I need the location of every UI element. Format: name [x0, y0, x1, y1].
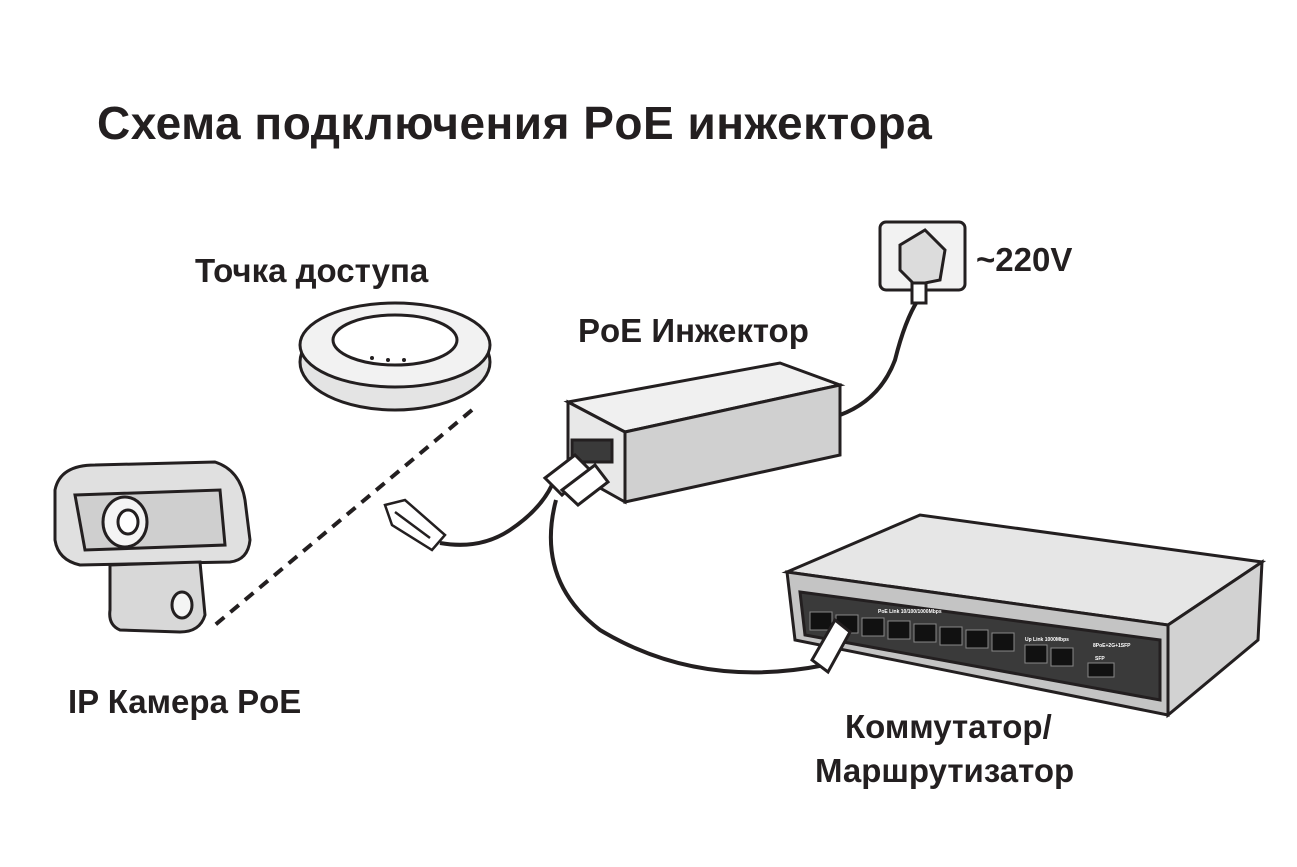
- poe-injector-icon: [542, 361, 846, 507]
- switch-cable: [548, 499, 826, 675]
- up-link-label: Up Link 1000Mbps: [1025, 637, 1069, 643]
- power-cable: [839, 298, 920, 417]
- model-label: 8PoE+2G+1SFP: [1093, 643, 1131, 649]
- poe-link-label: PoE Link 10/100/1000Mbps: [878, 609, 942, 615]
- access-point-icon: [298, 301, 492, 412]
- switch-label-line2: Маршрутизатор: [815, 752, 1075, 789]
- rj45-plug-icon: [383, 498, 447, 552]
- access-point-label: Точка доступа: [195, 252, 429, 289]
- injector-label: PoE Инжектор: [578, 312, 809, 349]
- voltage-label: ~220V: [976, 241, 1073, 278]
- switch-label-line1: Коммутатор/: [845, 708, 1052, 745]
- network-switch-icon: [781, 513, 1267, 719]
- camera-cable: [439, 484, 554, 547]
- page-title: Схема подключения PoE инжектора: [97, 97, 933, 149]
- ip-camera-icon: [53, 460, 252, 634]
- power-socket-icon: [878, 220, 967, 305]
- dashed-link: [213, 408, 474, 627]
- sfp-label: SFP: [1095, 656, 1105, 662]
- camera-label: IP Камера PoE: [68, 683, 302, 720]
